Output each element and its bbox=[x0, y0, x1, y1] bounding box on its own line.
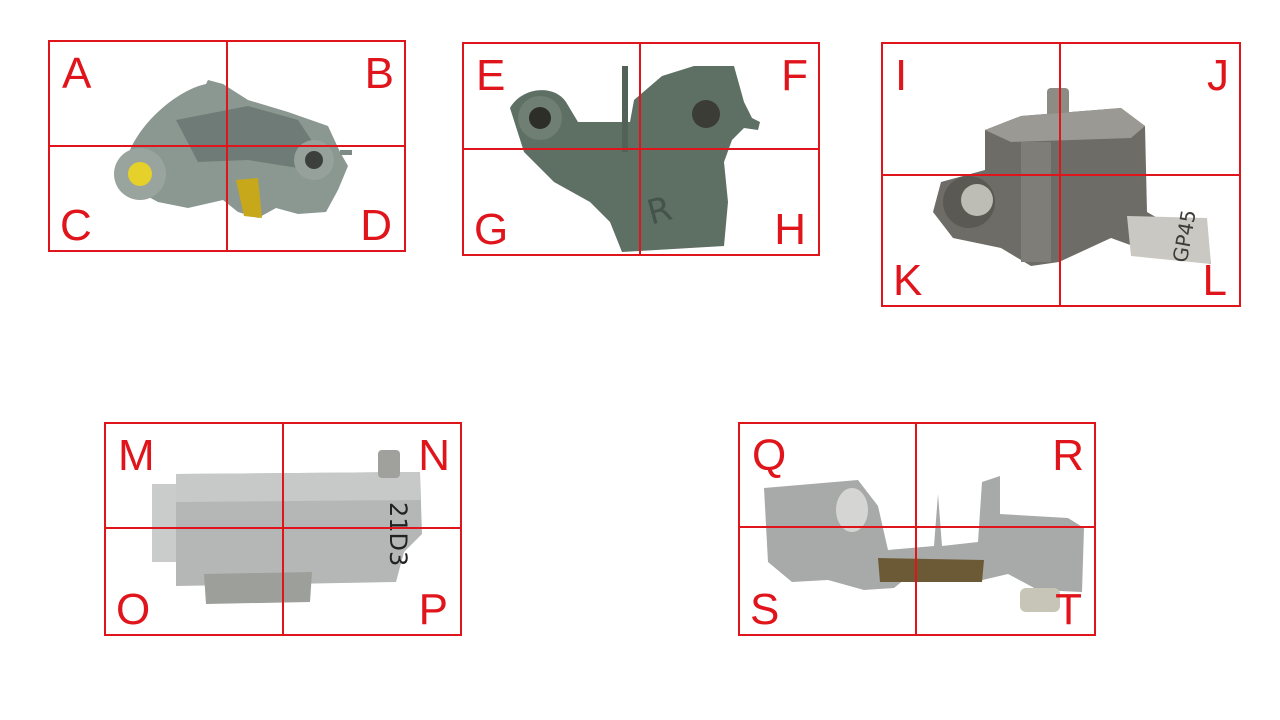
tensioner-part-photo-3: GP45 bbox=[933, 88, 1211, 266]
quadrant-label-g: G bbox=[474, 205, 509, 254]
panel-abcd: A B C D bbox=[48, 40, 406, 252]
grid-horizontal-line bbox=[104, 527, 462, 529]
quadrant-label-s: S bbox=[750, 585, 780, 634]
grid-horizontal-line bbox=[48, 145, 406, 147]
panel-ijkl: GP45 I J K L bbox=[881, 42, 1241, 307]
quadrant-label-b: B bbox=[364, 49, 394, 98]
part-stamp-21d3: 21D3 bbox=[384, 502, 412, 566]
quadrant-label-h: H bbox=[774, 205, 806, 254]
quadrant-label-m: M bbox=[118, 431, 155, 480]
quadrant-label-i: I bbox=[895, 51, 908, 100]
grid-frame bbox=[738, 422, 1096, 636]
quadrant-label-q: Q bbox=[752, 431, 787, 480]
panel-qrst: Q R S T bbox=[738, 422, 1096, 636]
quadrant-label-a: A bbox=[62, 49, 92, 98]
tensioner-part-photo-1 bbox=[114, 80, 352, 218]
grid-vertical-line bbox=[915, 422, 917, 636]
quadrant-label-d: D bbox=[360, 201, 392, 250]
panel-mnop: 21D3 M N O P bbox=[104, 422, 462, 636]
grid-horizontal-line bbox=[738, 526, 1096, 528]
quadrant-label-k: K bbox=[893, 256, 923, 305]
tensioner-part-photo-2: R bbox=[510, 66, 760, 252]
quadrant-label-l: L bbox=[1202, 256, 1227, 305]
tensioner-part-photo-4: 21D3 bbox=[152, 450, 422, 604]
quadrant-label-n: N bbox=[418, 431, 450, 480]
quadrant-label-j: J bbox=[1207, 51, 1229, 100]
quadrant-label-c: C bbox=[60, 201, 92, 250]
quadrant-label-e: E bbox=[476, 51, 506, 100]
panel-efgh: R E F G H bbox=[462, 42, 820, 256]
quadrant-label-o: O bbox=[116, 585, 151, 634]
quadrant-label-p: P bbox=[418, 585, 448, 634]
tensioner-part-photo-5 bbox=[764, 476, 1084, 612]
grid-vertical-line bbox=[282, 422, 284, 636]
grid-horizontal-line bbox=[462, 148, 820, 150]
quadrant-label-f: F bbox=[781, 51, 808, 100]
quadrant-label-r: R bbox=[1052, 431, 1084, 480]
grid-horizontal-line bbox=[881, 174, 1241, 176]
quadrant-label-t: T bbox=[1055, 585, 1082, 634]
